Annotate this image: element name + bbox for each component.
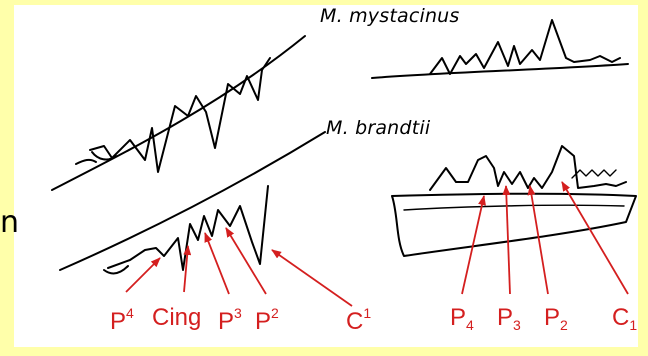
upper-label-cing: Cing	[152, 306, 201, 330]
upper-label-p3: P3	[218, 306, 242, 334]
arrow-lower-p3	[502, 185, 511, 295]
tooth-label-base: P	[544, 304, 561, 331]
tooth-label-base: P	[218, 308, 235, 335]
lower-jaw-brandtii-body	[391, 192, 637, 257]
tooth-label-base: P	[110, 308, 127, 335]
tooth-label-base: P	[255, 308, 272, 335]
arrow-upper-cing	[183, 245, 192, 293]
lower-jaw-mystacinus-base	[371, 63, 629, 79]
figure-panel	[14, 5, 638, 347]
tooth-label-base: C	[346, 308, 364, 335]
tooth-label-subscript: 2	[560, 317, 568, 333]
tooth-label-superscript: 1	[363, 305, 372, 321]
lower-label-c1: C1	[612, 304, 638, 333]
arrow-lower-c1	[561, 181, 629, 295]
upper-jaw-brandtii-teeth	[107, 185, 269, 271]
upper-label-c1: C1	[346, 306, 371, 334]
upper-label-arrows	[125, 227, 353, 307]
lower-label-p2: P2	[544, 304, 568, 333]
tooth-label-subscript: 4	[466, 317, 474, 333]
tooth-label-base: P	[497, 304, 514, 331]
upper-jaw-mystacinus	[51, 35, 306, 191]
lower-label-arrows	[461, 181, 629, 295]
tooth-label-superscript: 2	[271, 305, 279, 321]
upper-jaw-brandtii	[59, 131, 326, 275]
arrow-lower-p4	[461, 195, 486, 295]
species-label-mystacinus: M. mystacinus	[320, 5, 460, 27]
upper-label-p4: P4	[110, 306, 134, 334]
arrow-upper-p3	[204, 232, 230, 295]
tooth-label-subscript: 1	[629, 317, 638, 333]
arrow-lower-p2	[527, 185, 549, 295]
arrow-upper-p2	[225, 227, 267, 295]
lower-jaw-brandtii-teeth	[429, 145, 627, 191]
lower-label-p3: P3	[497, 304, 521, 333]
cropped-edge-letter: n	[0, 205, 20, 240]
lower-jaw-brandtii	[391, 145, 637, 257]
arrow-upper-c1	[271, 249, 353, 307]
species-label-brandtii: M. brandtii	[326, 117, 431, 139]
tooth-label-superscript: 4	[126, 305, 134, 321]
tooth-label-base: C	[612, 304, 630, 331]
upper-jaw-mystacinus-teeth	[89, 57, 271, 173]
tooth-label-base: P	[450, 304, 467, 331]
upper-jaw-brandtii-outline	[59, 131, 326, 271]
tooth-label-superscript: 3	[234, 305, 242, 321]
tooth-label-subscript: 3	[513, 317, 521, 333]
lower-jaw-mystacinus-teeth	[429, 19, 621, 75]
lower-jaw-mystacinus	[371, 19, 629, 79]
lower-label-p4: P4	[450, 304, 474, 333]
arrow-upper-p4	[125, 257, 161, 293]
tooth-label-base: Cing	[152, 304, 202, 331]
upper-jaw-mystacinus-outline	[51, 35, 306, 191]
upper-label-p2: P2	[255, 306, 279, 334]
